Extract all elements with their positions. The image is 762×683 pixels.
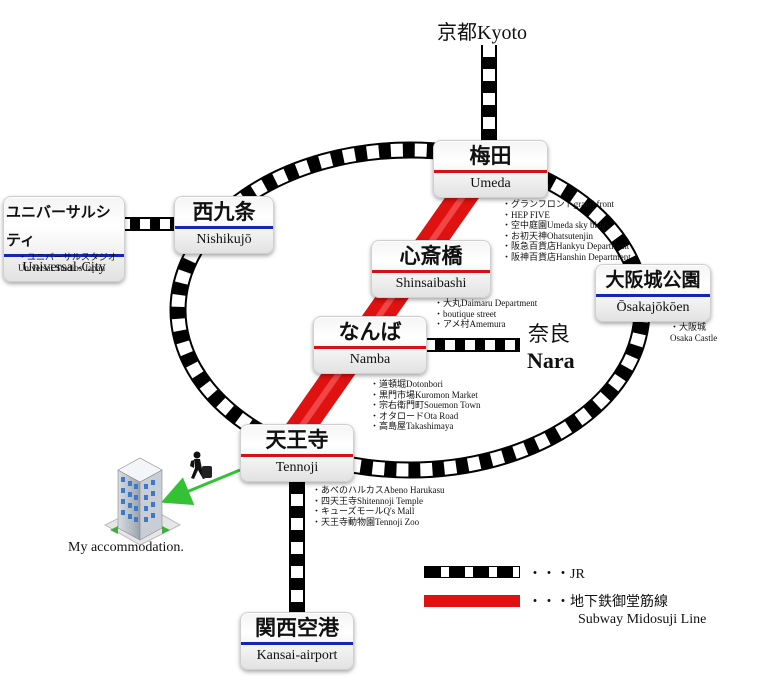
notes-universal-city: ・ユニバーサルスタジオ Universal Studios Japan [18, 252, 117, 273]
legend-subway-label-en: Subway Midosuji Line [578, 612, 707, 627]
station-tennoji-jp: 天王寺 [265, 427, 329, 452]
hotel-building-icon [103, 457, 182, 546]
station-kansai-airport-en: Kansai-airport [256, 648, 338, 663]
note-item: ・天王寺動物園Tennoji Zoo [312, 516, 420, 527]
note-item: ・HEP FIVE [502, 209, 550, 220]
note-item: ・グランフロントgrand front [502, 199, 614, 209]
station-umeda-jp: 梅田 [469, 143, 512, 168]
notes-umeda: ・グランフロントgrand front ・HEP FIVE ・空中庭園Umeda… [502, 199, 631, 263]
station-nara-jp: 奈良 [528, 322, 570, 346]
station-osakajokoen[interactable]: 大阪城公園 Ōsakajōkōen [595, 264, 711, 322]
note-item: ・道頓堀Dotonbori [370, 379, 443, 389]
station-nishikujo-en: Nishikujō [196, 232, 252, 247]
station-tennoji-en: Tennoji [275, 460, 319, 475]
station-nishikujo[interactable]: 西九条 Nishikujō [174, 196, 274, 254]
note-item: ・阪神百貨店Hanshin Department [502, 251, 631, 262]
notes-tennoji: ・あべのハルカスAbeno Harukasu ・四天王寺Shitennoji T… [312, 485, 444, 527]
station-osakajokoen-en: Ōsakajōkōen [616, 300, 690, 315]
station-shinsaibashi-en: Shinsaibashi [395, 276, 467, 291]
traveler-icon [190, 451, 212, 479]
note-item: ・ユニバーサルスタジオ [18, 252, 117, 262]
station-universal-city-jp: ユニバーサルシティ [6, 203, 111, 249]
note-item: ・大丸Daimaru Department [434, 298, 538, 308]
station-osakajokoen-bar [596, 294, 710, 297]
station-shinsaibashi-bar [372, 270, 490, 273]
station-shinsaibashi[interactable]: 心斎橋 Shinsaibashi [371, 240, 491, 298]
station-universal-city-bar [4, 254, 124, 257]
accommodation-arrow [160, 468, 241, 506]
station-umeda-bar [434, 170, 547, 173]
station-osakajokoen-jp: 大阪城公園 [605, 269, 701, 291]
legend-subway-label-jp: ・・・地下鉄御堂筋線 [528, 594, 668, 610]
note-item: ・黒門市場Kuromon Market [370, 389, 478, 400]
station-nishikujo-bar [175, 226, 273, 229]
station-umeda[interactable]: 梅田 Umeda [433, 140, 548, 198]
station-umeda-en: Umeda [470, 176, 511, 191]
station-tennoji-bar [241, 454, 353, 457]
accommodation-label: My accommodation. [68, 540, 184, 555]
note-item: ・あべのハルカスAbeno Harukasu [312, 485, 445, 495]
note-item: ・キューズモールQ's Mall [312, 506, 415, 517]
station-kyoto-label: 京都Kyoto [437, 22, 527, 44]
note-item: ・空中庭園Umeda sky bldg [502, 220, 606, 231]
note-item: ・大阪城 [670, 322, 707, 332]
station-universal-city-en: Universal-City [22, 260, 106, 275]
note-item: ・アメ村Amemura [434, 319, 506, 330]
station-namba[interactable]: なんば Namba [313, 316, 427, 374]
note-item: ・四天王寺Shitennoji Temple [312, 495, 423, 506]
legend-jr-swatch [424, 566, 520, 578]
station-kansai-airport-bar [241, 642, 353, 645]
notes-shinsaibashi: ・大丸Daimaru Department ・boutique street ・… [434, 298, 537, 330]
note-item: Universal Studios Japan [18, 262, 105, 273]
station-universal-city[interactable]: ユニバーサルシティ Universal-City [3, 196, 125, 282]
note-item: ・boutique street [434, 308, 497, 319]
notes-osakajokoen: ・大阪城 Osaka Castle [670, 322, 717, 343]
notes-namba: ・道頓堀Dotonbori ・黒門市場Kuromon Market ・宗右衛門町… [370, 379, 480, 432]
note-item: ・宗右衛門町Souemon Town [370, 400, 481, 411]
station-nishikujo-jp: 西九条 [192, 199, 256, 224]
subway-midosuji-line [273, 166, 490, 459]
station-namba-bar [314, 346, 426, 349]
note-item: ・阪急百貨店Hankyu Department [502, 241, 630, 252]
station-shinsaibashi-jp: 心斎橋 [399, 243, 463, 268]
note-item: ・高島屋Takashimaya [370, 421, 454, 432]
station-namba-en: Namba [349, 352, 391, 367]
note-item: Osaka Castle [670, 332, 718, 343]
station-kansai-airport-jp: 関西空港 [255, 615, 339, 640]
legend-jr-label: ・・・JR [528, 567, 585, 582]
note-item: ・お初天神Ohatsutenjin [502, 230, 593, 241]
note-item: ・オタロードOta Road [370, 410, 459, 421]
station-nara-en: Nara [527, 348, 575, 373]
station-kansai-airport[interactable]: 関西空港 Kansai-airport [240, 612, 354, 670]
station-tennoji[interactable]: 天王寺 Tennoji [240, 424, 354, 482]
station-namba-jp: なんば [338, 319, 402, 344]
legend-subway-swatch [424, 595, 520, 607]
